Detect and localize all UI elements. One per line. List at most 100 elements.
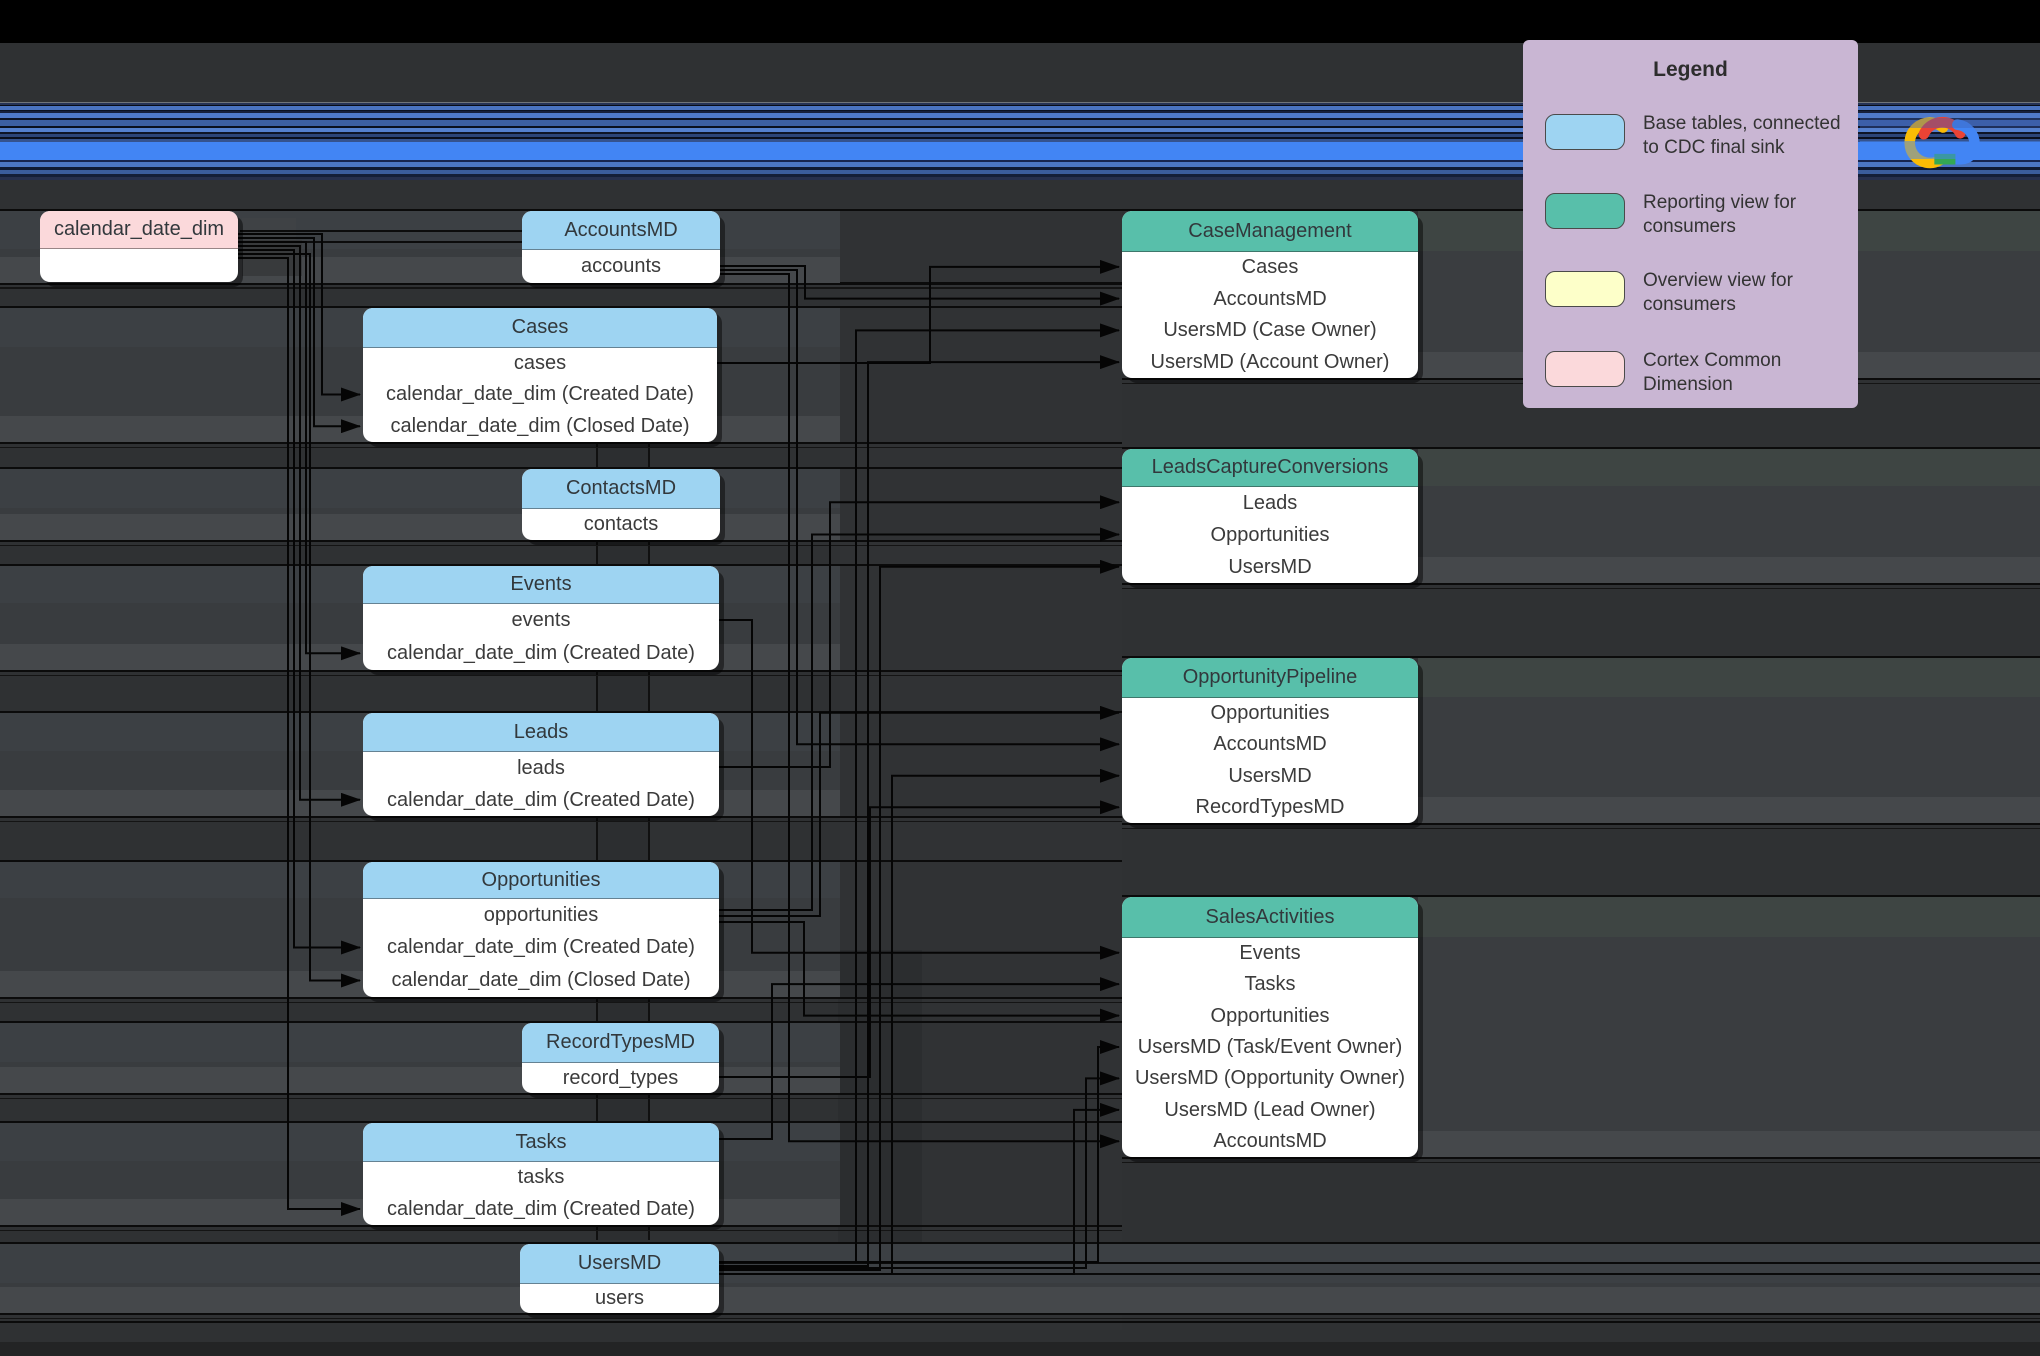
- table-row: users: [595, 1287, 644, 1309]
- legend-swatch-overview-view: [1545, 271, 1625, 307]
- table-row: calendar_date_dim (Created Date): [386, 383, 694, 406]
- echo-line: [0, 1002, 1122, 1003]
- table-row: AccountsMD: [1213, 287, 1327, 310]
- edge-UsersMD-to-LeadsCaptureConversions-row2: [719, 559, 1120, 1271]
- echo-line: [1122, 1157, 2040, 1159]
- echo-line: [0, 670, 1122, 672]
- base-table-box-UsersMD[interactable]: UsersMD users: [520, 1244, 719, 1313]
- table-row: Leads: [1242, 491, 1298, 514]
- table-row: calendar_date_dim (Created Date): [387, 788, 695, 811]
- table-row: Opportunities: [1210, 702, 1330, 725]
- table-row: calendar_date_dim (Created Date): [387, 936, 695, 959]
- table-title: LeadsCaptureConversions: [1122, 449, 1418, 487]
- edge-calendar_date_dim-to-Tasks-row1: [238, 257, 361, 1216]
- table-title: CaseManagement: [1122, 211, 1418, 252]
- google-cloud-logo: [1904, 116, 1980, 169]
- echo-band-foot: [1418, 797, 2040, 823]
- echo-line: [0, 545, 1122, 546]
- edge-AccountsMD-to-SalesActivities-row6: [720, 273, 1120, 1149]
- table-title: Tasks: [363, 1123, 719, 1162]
- echo-band-header: [1418, 658, 2040, 697]
- table-row: cases: [513, 352, 567, 375]
- base-table-box-Opportunities[interactable]: Opportunities opportunities calendar_date_…: [363, 862, 719, 997]
- edge-calendar_date_dim-to-Opportunities-row1: [238, 249, 361, 955]
- legend-label: Cortex Common Dimension: [1643, 350, 1782, 395]
- edge-UsersMD-to-CaseManagement-row3: [719, 355, 1120, 1267]
- echo-line: [1122, 583, 2040, 585]
- edge-UsersMD-to-SalesActivities-row4: [719, 1071, 1120, 1269]
- echo-line: [0, 447, 1122, 448]
- edge-UsersMD-to-OpportunityPipeline-row2: [719, 768, 1120, 1275]
- table-title: ContactsMD: [522, 469, 720, 509]
- echo-band-body: [0, 1283, 2040, 1287]
- echo-line: [0, 821, 1122, 822]
- edge-Cases-to-CaseManagement-row0: [717, 259, 1120, 364]
- edge-calendar_date_dim-to-Cases-row2: [238, 237, 361, 434]
- echo-line: [1122, 1162, 2040, 1163]
- table-title: Opportunities: [363, 862, 719, 899]
- edge-calendar_date_dim-to-Cases-row1: [238, 233, 361, 402]
- legend-title: Legend: [1653, 58, 1728, 81]
- table-row: Cases: [1241, 256, 1299, 279]
- echo-line: [0, 1313, 2040, 1315]
- echo-line: [0, 816, 1122, 818]
- table-title: UsersMD: [520, 1244, 719, 1284]
- table-row: opportunities: [483, 903, 599, 926]
- table-row: UsersMD (Case Owner): [1163, 319, 1377, 342]
- echo-line: [0, 564, 1122, 566]
- legend-swatch-reporting-view: [1545, 193, 1625, 229]
- echo-line: [0, 1121, 1122, 1123]
- stray-line: [719, 1273, 2040, 1275]
- echo-line: [0, 540, 1122, 542]
- echo-band-foot: [1418, 1131, 2040, 1157]
- echo-line: [1122, 828, 2040, 829]
- echo-band-foot: [1418, 557, 2040, 583]
- table-title: calendar_date_dim: [40, 211, 238, 249]
- echo-band-header: [1418, 897, 2040, 937]
- echo-band-body: [1418, 697, 2040, 797]
- edge-Events-to-SalesActivities-row0: [719, 619, 1120, 960]
- table-row: UsersMD (Opportunity Owner): [1134, 1067, 1406, 1090]
- echo-line: [1122, 823, 2040, 825]
- table-title: OpportunityPipeline: [1122, 658, 1418, 698]
- edge-AccountsMD-to-OpportunityPipeline-row1: [720, 269, 1120, 752]
- echo-line: [0, 997, 1122, 999]
- table-row: UsersMD: [1228, 555, 1312, 578]
- stray-line: [0, 1321, 2040, 1323]
- legend-label: Reporting view for consumers: [1643, 192, 1797, 237]
- echo-line: [1122, 588, 2040, 589]
- table-row: calendar_date_dim (Created Date): [387, 1197, 695, 1220]
- echo-line: [0, 675, 1122, 676]
- edge-AccountsMD-to-CaseManagement-row1: [720, 265, 1120, 306]
- table-row: record_types: [562, 1066, 679, 1089]
- edge-calendar_date_dim-to-Leads-row1: [238, 245, 361, 807]
- echo-line: [0, 1230, 1122, 1231]
- echo-band-body: [1418, 937, 2040, 1131]
- table-row: accounts: [580, 255, 662, 277]
- edge-UsersMD-to-SalesActivities-row3: [719, 1040, 1120, 1263]
- stray-line: [240, 241, 545, 243]
- echo-line: [1122, 656, 2040, 658]
- stripe-overlay: [1860, 141, 2040, 159]
- echo-line: [0, 288, 1122, 289]
- edge-UsersMD-to-CaseManagement-row2: [719, 323, 1120, 1263]
- echo-line: [1122, 895, 2040, 897]
- echo-line: [0, 1318, 2040, 1319]
- table-title: SalesActivities: [1122, 897, 1418, 938]
- echo-line: [0, 860, 1122, 862]
- common-dimension-box-calendar_date_dim[interactable]: calendar_date_dim: [40, 211, 238, 282]
- echo-line: [0, 283, 1122, 285]
